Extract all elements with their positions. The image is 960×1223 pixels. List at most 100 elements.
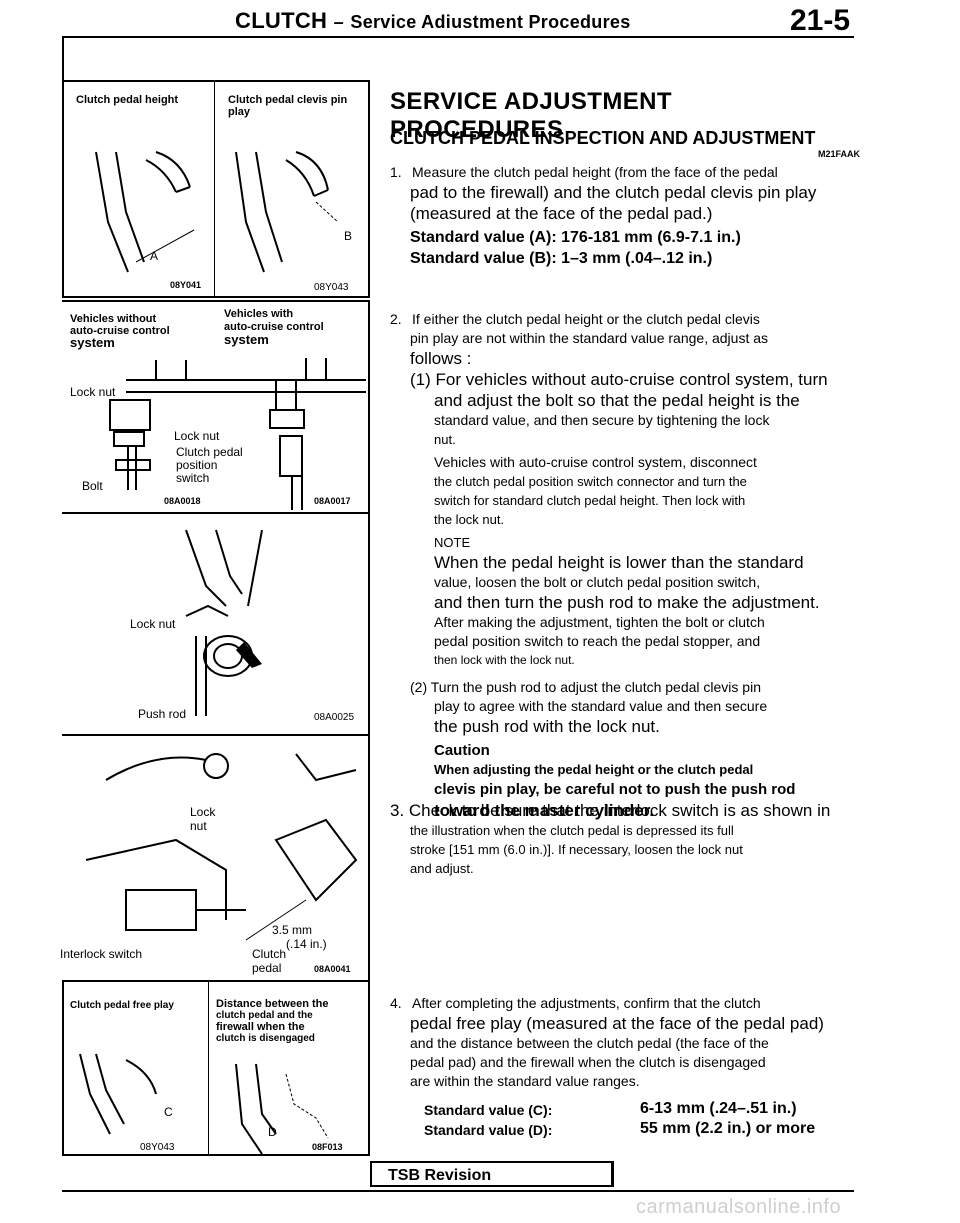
step-text: (1) For vehicles without auto-cruise con… [410, 370, 828, 389]
fig4-dim-mm: 3.5 mm [272, 923, 312, 937]
fig4-lock: Lock [190, 805, 216, 819]
fig5-caption-right-1: Distance between the [216, 998, 329, 1010]
fig2-caption-left-1: Vehicles without [70, 313, 157, 325]
step-text: the push rod with the lock nut. [434, 717, 660, 736]
page-header: CLUTCH – Service Adiustment Procedures [235, 8, 631, 34]
caution-text: clevis pin play, be careful not to push … [434, 781, 796, 798]
step-text: 3. Check to be sure that the interlock s… [390, 801, 831, 820]
step-text: and adjust. [410, 861, 474, 876]
fig2-caption-left-2: auto-cruise control [70, 325, 170, 337]
fig5-code-left: 08Y043 [140, 1142, 175, 1153]
watermark: carmanualsonline.info [636, 1196, 842, 1218]
step-text: stroke [151 mm (6.0 in.)]. If necessary,… [410, 842, 743, 857]
fig5-label-c: C [164, 1105, 173, 1119]
fig4-clutch: Clutch [252, 947, 286, 961]
fig2-lock-nut-left: Lock nut [70, 385, 116, 399]
fig2-switch-1: Clutch pedal [176, 445, 243, 459]
step-text: pedal pad) and the firewall when the clu… [410, 1054, 766, 1070]
fig1-code-right: 08Y043 [314, 282, 349, 293]
step-text: standard value, and then secure by tight… [434, 412, 770, 428]
step-text: (measured at the face of the pedal pad.) [410, 204, 713, 223]
figure-4-frame [62, 734, 370, 982]
header-subtitle: Service Adiustment Procedures [350, 12, 631, 32]
fig1-label-a: A [150, 249, 158, 263]
fig4-code: 08A0041 [314, 964, 351, 974]
caution-text: When adjusting the pedal height or the c… [434, 762, 754, 777]
fig5-caption-right-2: clutch pedal and the [216, 1010, 313, 1021]
step-num: 1. [390, 164, 402, 180]
note-text: then lock with the lock nut. [434, 653, 575, 667]
step-text: play to agree with the standard value an… [434, 698, 768, 714]
fig2-caption-right-1: Vehicles with [224, 308, 294, 320]
tsb-revision-box: TSB Revision [370, 1161, 614, 1187]
fig2-bolt: Bolt [82, 479, 103, 493]
step-text: switch for standard clutch pedal height.… [434, 493, 746, 508]
step-text: nut. [434, 432, 456, 447]
fig2-code-left: 08A0018 [164, 496, 201, 506]
step-4: 4. After completing the adjustments, conf… [390, 994, 852, 1091]
std-c-value: 6-13 mm (.24–.51 in.) [640, 1100, 797, 1117]
fig3-code: 08A0025 [314, 712, 354, 723]
note-text: When the pedal height is lower than the … [434, 553, 804, 572]
free-play-illustration: C D 08Y043 08F013 [79, 1053, 343, 1155]
fig5-caption-right-3: firewall when the [216, 1021, 305, 1033]
step-text: are within the standard value ranges. [410, 1073, 640, 1089]
step-text: and the distance between the clutch peda… [410, 1035, 769, 1051]
chapter-title: CLUTCH [235, 8, 328, 33]
figure-2-frame [62, 300, 370, 512]
figure-1-frame [62, 80, 370, 298]
figure-5-frame [62, 982, 370, 1156]
fig1-label-b: B [344, 229, 352, 243]
note-text: value, loosen the bolt or clutch pedal p… [434, 574, 761, 590]
note-label: NOTE [434, 535, 471, 550]
page-number: 21-5 [790, 4, 851, 37]
step-1: 1. Measure the clutch pedal height (from … [390, 163, 852, 269]
step-num: 2. [390, 311, 402, 327]
step-text: and adjust the bolt so that the pedal he… [434, 391, 800, 410]
step-text: Vehicles with auto-cruise control system… [434, 454, 757, 470]
subsection-code: M21FAAK [818, 149, 861, 159]
fig5-code-right: 08F013 [312, 1142, 343, 1152]
fig2-switch-2: position [176, 458, 217, 472]
frame-divider [214, 80, 215, 298]
header-dash: – [333, 12, 344, 32]
step-text: Measure the clutch pedal height (from th… [412, 164, 778, 180]
standard-value: Standard value (B): 1–3 mm (.04–.12 in.) [410, 250, 713, 267]
fig5-caption-right-4: clutch is disengaged [216, 1033, 315, 1044]
step-text: After completing the adjustments, confir… [412, 995, 761, 1011]
push-rod-illustration: Lock nut Push rod 08A0025 [130, 529, 354, 723]
fig5-caption-left: Clutch pedal free play [70, 1000, 174, 1011]
step-2: 2. If either the clutch pedal height or t… [390, 310, 852, 821]
fig2-caption-right-3: system [224, 332, 269, 347]
frame-divider [208, 982, 209, 1156]
standard-value: Standard value (A): 176-181 mm (6.9-7.1 … [410, 229, 741, 246]
section-title: SERVICE ADJUSTMENT PROCEDURES [390, 88, 672, 143]
fig4-nut: nut [190, 819, 207, 833]
caution-label: Caution [434, 742, 490, 759]
step-text: pin play are not within the standard val… [410, 330, 769, 346]
fig2-lock-nut-right: Lock nut [174, 429, 220, 443]
fig2-caption-left-3: system [70, 335, 115, 350]
step-text: the clutch pedal position switch connect… [434, 474, 747, 489]
fig4-dim-in: (.14 in.) [286, 937, 327, 951]
subsection-title: CLUTCH PEDAL INSPECTION AND ADJUSTMENT [390, 128, 816, 148]
note-text: pedal position switch to reach the pedal… [434, 633, 761, 649]
figure-3-frame [62, 512, 370, 734]
std-d-label: Standard value (D): [424, 1122, 553, 1138]
caution-text: toward the master cylinder. [434, 801, 655, 820]
pedal-height-illustration: A B 08Y041 08Y043 [95, 151, 352, 293]
lock-nut-bolt-illustration: Lock nut Bolt Lock nut Clutch pedal posi… [70, 358, 366, 510]
step-text: follows : [410, 349, 472, 368]
fig1-caption-left: Clutch pedal height [76, 94, 179, 106]
std-d-value: 55 mm (2.2 in.) or more [640, 1120, 816, 1137]
fig5-label-d: D [268, 1125, 277, 1139]
step-num: 4. [390, 995, 402, 1011]
step-text: If either the clutch pedal height or the… [412, 311, 760, 327]
fig1-caption-right: Clutch pedal clevis pin play [228, 94, 348, 118]
fig3-lock-nut: Lock nut [130, 617, 176, 631]
note-text: After making the adjustment, tighten the… [434, 614, 765, 630]
step-text: pedal free play (measured at the face of… [410, 1014, 824, 1033]
fig2-switch-3: switch [176, 471, 209, 485]
note-text: and then turn the push rod to make the a… [434, 593, 820, 612]
fig1-code-left: 08Y041 [170, 280, 201, 290]
